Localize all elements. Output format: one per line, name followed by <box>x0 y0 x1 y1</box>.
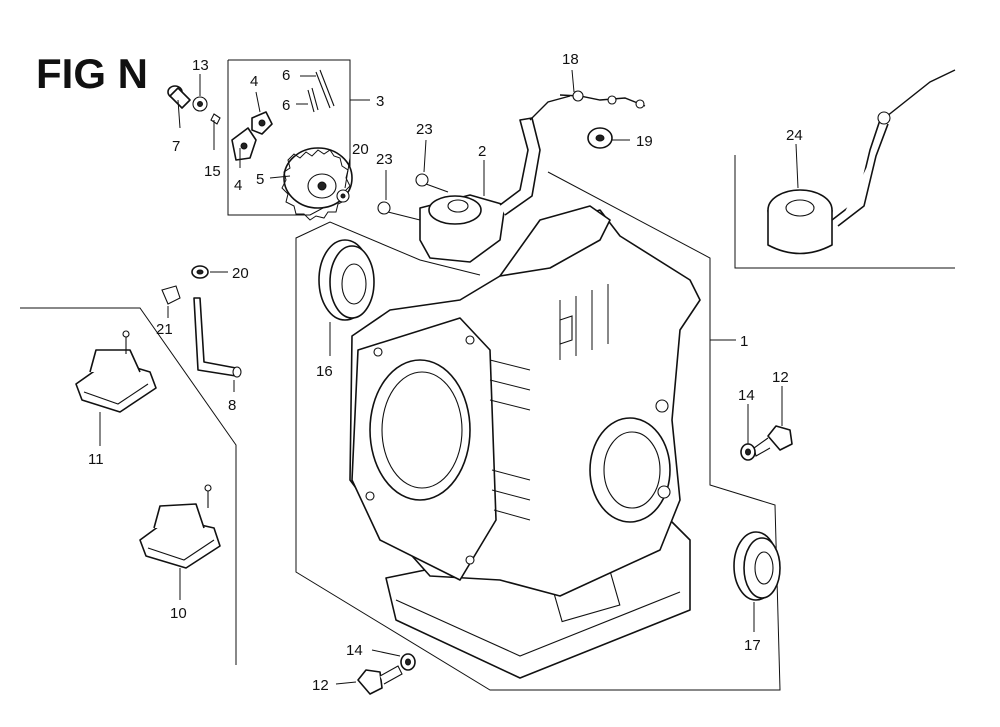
part-ring-20 <box>191 265 209 279</box>
part-pump-rotor-4 <box>231 111 273 161</box>
callout-3: 3 <box>376 93 384 110</box>
callout-4-top: 4 <box>250 73 258 90</box>
callout-19: 19 <box>636 133 653 150</box>
callout-6-top: 6 <box>282 67 290 84</box>
part-mount-11 <box>75 330 157 413</box>
callout-14-right: 14 <box>738 387 755 404</box>
part-pipe-8 <box>193 297 242 378</box>
callout-24: 24 <box>786 127 803 144</box>
part-control-24 <box>767 69 956 255</box>
callout-5: 5 <box>256 171 264 188</box>
callout-8: 8 <box>228 397 236 414</box>
callout-2: 2 <box>478 143 486 160</box>
callout-18: 18 <box>562 51 579 68</box>
callout-14-bottom: 14 <box>346 642 363 659</box>
callout-12-right: 12 <box>772 369 789 386</box>
callout-23-right: 23 <box>416 121 433 138</box>
callout-13: 13 <box>192 57 209 74</box>
callout-20-top: 20 <box>352 141 369 158</box>
callout-10: 10 <box>170 605 187 622</box>
part-crankcase-1 <box>349 205 701 679</box>
figure-title: FIG N <box>36 50 148 97</box>
callout-1: 1 <box>740 333 748 350</box>
leader-lines <box>99 69 799 685</box>
callout-15: 15 <box>204 163 221 180</box>
part-clip-21 <box>161 285 181 305</box>
part-bolt-12-bottom <box>357 653 416 695</box>
part-bearing-16 <box>318 239 375 321</box>
callout-6-bottom: 6 <box>282 97 290 114</box>
part-oil-pump-gear <box>281 147 353 221</box>
part-oil-alert-2 <box>377 95 571 263</box>
callout-11: 11 <box>88 451 104 468</box>
callout-labels: 13 7 15 4 4 5 6 6 3 20 23 23 2 18 19 24 … <box>88 51 803 694</box>
part-seal-17 <box>733 531 781 601</box>
crankcase-group-outline <box>295 171 781 691</box>
mounts-group-outline <box>20 307 237 665</box>
callout-21: 21 <box>156 321 173 338</box>
part-mount-10 <box>139 484 221 569</box>
part-bolt-7 <box>167 85 221 125</box>
callout-23-left: 23 <box>376 151 393 168</box>
callout-20-left: 20 <box>232 265 249 282</box>
callout-4-bottom: 4 <box>234 177 242 194</box>
callout-17: 17 <box>744 637 761 654</box>
part-clip-18 <box>559 90 646 109</box>
callout-12-bottom: 12 <box>312 677 329 694</box>
part-pin-6 <box>307 69 335 113</box>
callout-7: 7 <box>172 138 180 155</box>
part-grommet-19 <box>587 127 613 149</box>
callout-16: 16 <box>316 363 333 380</box>
part-bolt-12-right <box>740 425 793 461</box>
control-group-outline <box>734 155 955 269</box>
